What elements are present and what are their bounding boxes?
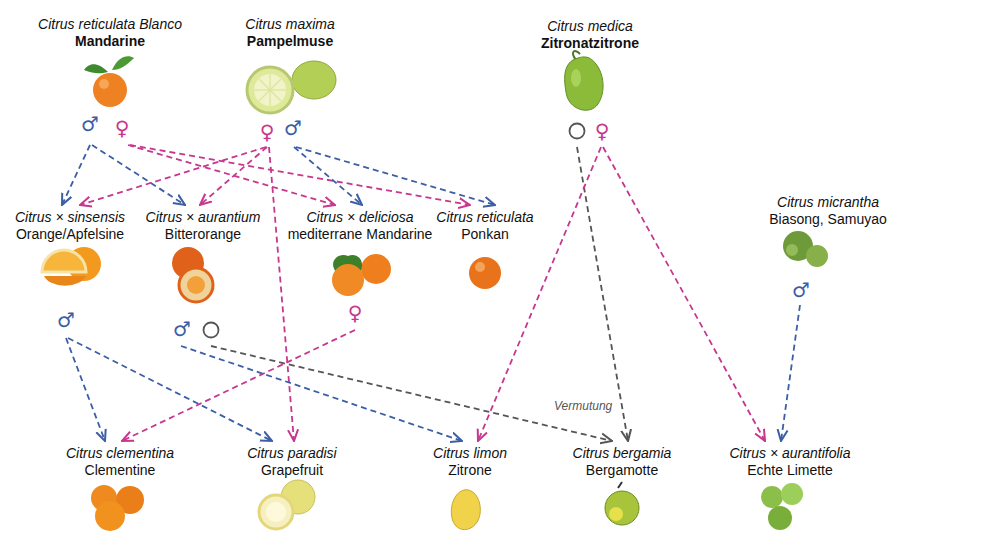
common-name: mediterrane Mandarine [287, 226, 434, 243]
parentage-arrow [577, 147, 628, 441]
parentage-arrow [200, 147, 267, 205]
common-name: Ponkan [435, 226, 535, 243]
citron-fruit [565, 51, 603, 110]
sex-symbol: ♂ [284, 118, 302, 138]
lemon-fruit [451, 490, 480, 530]
latin-name: Citrus × sinsensis [14, 209, 127, 226]
common-name: Biasong, Samuyao [768, 211, 888, 228]
latin-name: Citrus × aurantium [145, 209, 262, 226]
parentage-arrow [128, 145, 335, 205]
parentage-arrow [62, 145, 90, 205]
species-node: Citrus bergamiaBergamotte [570, 441, 675, 541]
latin-name: Citrus bergamia [572, 445, 673, 462]
species-node: Citrus micranthaBiasong, Samuyao [766, 190, 890, 304]
sex-symbol: ♂ [81, 114, 99, 134]
parentage-arrow [130, 145, 470, 205]
species-node: Citrus reticulataPonkan [433, 205, 537, 295]
common-name: Echte Limette [728, 462, 852, 479]
latin-name: Citrus × aurantifolia [728, 445, 852, 462]
edge-label: Vermutung [552, 399, 614, 413]
parentage-arrow [211, 346, 612, 441]
parentage-arrow [603, 147, 765, 441]
common-name: Zitrone [432, 462, 508, 479]
biasong-fruit [783, 231, 828, 267]
sex-symbol: ♀ [348, 303, 363, 323]
species-node: Citrus limonZitrone [430, 441, 510, 541]
common-name: Orange/Apfelsine [14, 226, 127, 243]
latin-name: Citrus paradisi [246, 445, 338, 462]
sex-symbol: ♀ [115, 118, 130, 138]
mandarin-fruit [84, 56, 134, 107]
parent-symbol [570, 124, 585, 139]
species-node: Citrus clementinaClementine [63, 441, 178, 541]
common-name: Mandarine [37, 33, 183, 50]
parentage-arrow [122, 330, 355, 441]
bergamot-fruit [605, 482, 639, 525]
species-node: Citrus medicaZitronatzitrone [538, 14, 642, 146]
sex-symbol: ♂ [57, 310, 75, 330]
grapefruit-fruit [259, 480, 315, 529]
bitter-orange-fruit [172, 247, 213, 302]
latin-name: Citrus limon [432, 445, 508, 462]
parentage-arrow [92, 145, 185, 205]
clementine-fruit [91, 485, 144, 531]
common-name: Grapefruit [246, 462, 338, 479]
sex-symbol: ♂ [173, 319, 191, 339]
ponkan-fruit [469, 257, 501, 289]
latin-name: Citrus clementina [65, 445, 176, 462]
parent-symbol [204, 323, 219, 338]
sex-symbol: ♀ [260, 122, 275, 142]
latin-name: Citrus × deliciosa [287, 209, 434, 226]
species-node: Citrus reticulata BlancoMandarine [35, 12, 185, 144]
common-name: Pampelmuse [244, 33, 336, 50]
species-node: Citrus paradisiGrapefruit [244, 441, 340, 541]
latin-name: Citrus maxima [244, 16, 336, 33]
parentage-arrow [80, 147, 266, 205]
latin-name: Citrus reticulata Blanco [37, 16, 183, 33]
parentage-arrow [478, 147, 601, 441]
common-name: Zitronatzitrone [540, 35, 640, 52]
common-name: Bergamotte [572, 462, 673, 479]
latin-name: Citrus micrantha [768, 194, 888, 211]
parentage-arrow [296, 147, 495, 205]
sex-symbol: ♂ [792, 280, 810, 300]
parentage-arrow [781, 305, 800, 441]
common-name: Clementine [65, 462, 176, 479]
parentage-arrow [181, 346, 462, 441]
species-node: Citrus × aurantifoliaEchte Limette [726, 441, 854, 541]
common-name: Bitterorange [145, 226, 262, 243]
latin-name: Citrus medica [540, 18, 640, 35]
species-node: Citrus × aurantiumBitterorange [143, 205, 264, 345]
latin-name: Citrus reticulata [435, 209, 535, 226]
parentage-arrow [269, 147, 294, 441]
sex-symbol: ♀ [595, 121, 610, 141]
lime-fruit [761, 483, 803, 530]
orange-fruit [42, 247, 101, 286]
pomelo-fruit [247, 61, 336, 113]
mediterranean-mandarin-fruit [332, 254, 391, 296]
